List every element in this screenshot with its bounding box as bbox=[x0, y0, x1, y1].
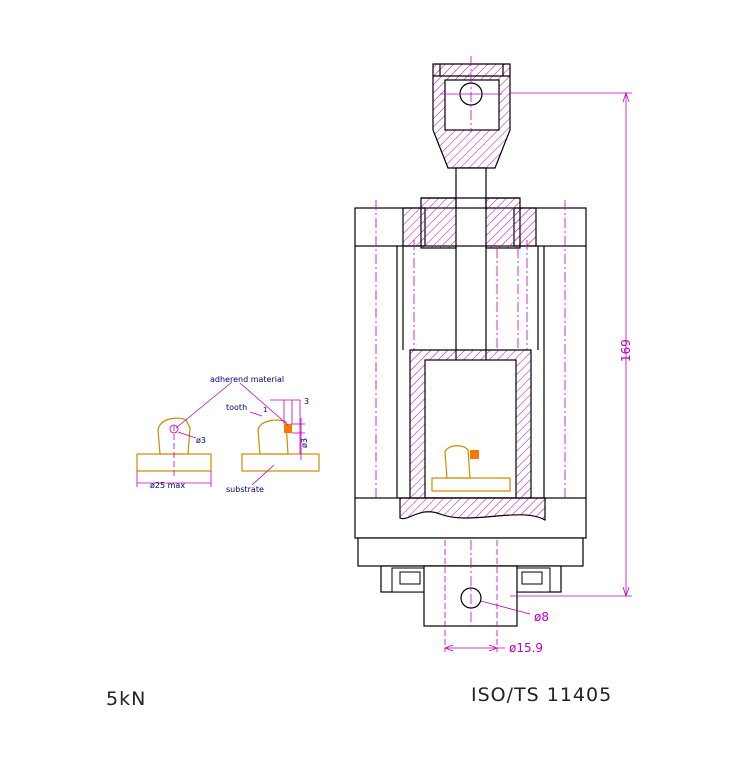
detail-specimen-right bbox=[239, 382, 320, 486]
side-phi3-label: ø3 bbox=[300, 438, 309, 448]
tooth-label: tooth bbox=[226, 403, 247, 412]
base-diameter-dimension bbox=[443, 644, 505, 652]
adherend-block bbox=[470, 450, 479, 459]
top-clevis bbox=[432, 63, 511, 169]
height-dimension bbox=[510, 91, 632, 598]
detail-specimen-left bbox=[136, 381, 233, 487]
side-columns bbox=[354, 246, 587, 498]
base-diameter-label: ø15.9 bbox=[509, 641, 543, 655]
dim-1-label: 1 bbox=[263, 406, 267, 414]
height-label: 169 bbox=[619, 339, 633, 362]
top-dim-3-label: 3 bbox=[304, 397, 309, 406]
column-centerlines bbox=[375, 200, 566, 538]
standard-label: ISO/TS 11405 bbox=[471, 684, 613, 706]
specimen-cup bbox=[409, 349, 532, 513]
bottom-nuts bbox=[391, 567, 551, 593]
load-label: 5kN bbox=[106, 688, 147, 710]
left-phi3-label: ø3 bbox=[196, 436, 206, 445]
cup-specimen bbox=[431, 445, 511, 492]
adherend-label: adherend material bbox=[210, 375, 284, 384]
max-diameter-label: ø25 max bbox=[150, 481, 185, 490]
top-plate bbox=[354, 197, 587, 249]
pin-diameter-label: ø8 bbox=[534, 610, 549, 624]
substrate-label: substrate bbox=[226, 485, 264, 494]
pin-diameter-leader bbox=[480, 600, 531, 615]
